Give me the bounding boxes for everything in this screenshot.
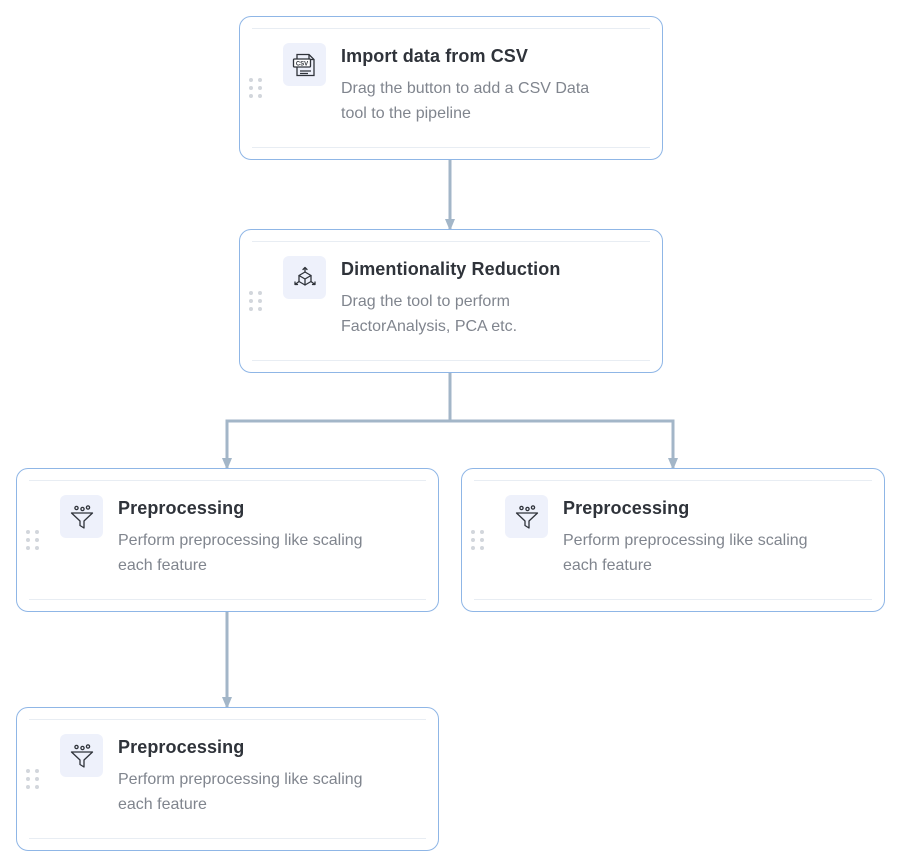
node-preprocessing-3[interactable]: Preprocessing Perform preprocessing like…	[16, 707, 439, 851]
node-dim-reduction[interactable]: Dimentionality Reduction Drag the tool t…	[239, 229, 663, 373]
node-preprocessing-1[interactable]: Preprocessing Perform preprocessing like…	[16, 468, 439, 612]
connector-dim-reduction-to-preprocessing-1	[222, 373, 452, 470]
drag-handle[interactable]	[24, 767, 41, 791]
node-title: Dimentionality Reduction	[341, 259, 561, 279]
drag-handle[interactable]	[24, 528, 41, 552]
node-description: Drag the tool to perform FactorAnalysis,…	[341, 293, 518, 335]
node-preprocessing-2[interactable]: Preprocessing Perform preprocessing like…	[461, 468, 885, 612]
csv-file-icon: CSV	[283, 43, 326, 86]
node-description: Perform preprocessing like scaling each …	[118, 532, 363, 574]
node-title: Import data from CSV	[341, 46, 529, 66]
drag-handle[interactable]	[247, 76, 264, 100]
node-import-csv[interactable]: CSV Import data from CSV Drag the button…	[239, 16, 663, 160]
funnel-filter-icon	[60, 495, 103, 538]
node-description: Perform preprocessing like scaling each …	[118, 771, 363, 813]
drag-handle[interactable]	[469, 528, 486, 552]
drag-handle[interactable]	[247, 289, 264, 313]
dimensionality-reduction-icon	[283, 256, 326, 299]
node-description: Drag the button to add a CSV Data tool t…	[341, 80, 590, 122]
connector-dim-reduction-to-preprocessing-2	[450, 419, 678, 470]
node-title: Preprocessing	[118, 498, 245, 518]
svg-text:CSV: CSV	[295, 61, 307, 67]
funnel-filter-icon	[60, 734, 103, 777]
node-title: Preprocessing	[563, 498, 690, 518]
funnel-filter-icon	[505, 495, 548, 538]
node-description: Perform preprocessing like scaling each …	[563, 532, 808, 574]
node-title: Preprocessing	[118, 737, 245, 757]
